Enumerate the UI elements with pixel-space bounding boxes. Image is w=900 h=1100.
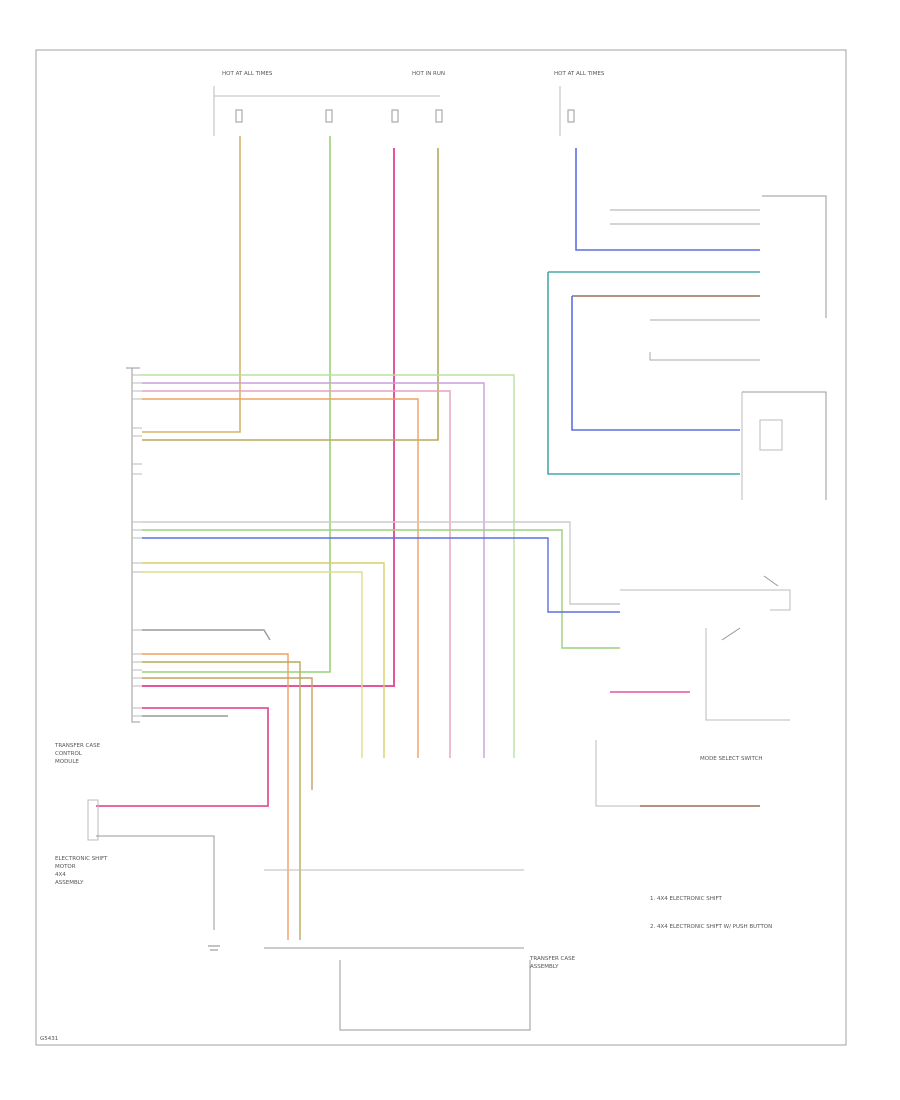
wire-green-2 <box>142 529 620 649</box>
wire-yellow-2 <box>142 562 385 758</box>
wire-olive-3 <box>142 661 301 940</box>
wire-lightgreen-1 <box>142 374 515 758</box>
note-2: 2. 4X4 ELECTRONIC SHIFT W/ PUSH BUTTON <box>650 924 772 930</box>
note-1: 1. 4X4 ELECTRONIC SHIFT <box>650 896 723 902</box>
wire-olive-vertical <box>142 148 439 441</box>
shift-motor-label-4: ASSEMBLY <box>55 880 84 886</box>
shift-motor-label-1: ELECTRONIC SHIFT <box>55 856 108 862</box>
wire-gray-2 <box>142 521 620 605</box>
wire-yellow-3 <box>142 571 363 758</box>
mode-select-switch: MODE SELECT SWITCH <box>595 575 791 807</box>
wire-pink-vertical <box>142 148 395 687</box>
tcm-label-3: MODULE <box>55 759 79 765</box>
ground-icon <box>208 945 220 951</box>
hot-label-1: HOT AT ALL TIMES <box>222 71 273 77</box>
wire-gray-3 <box>142 629 271 641</box>
wire-orange-vertical <box>142 136 241 433</box>
tcm-label-1: TRANSFER CASE <box>54 743 101 749</box>
footer-code: G5431 <box>40 1036 58 1042</box>
hot-in-run-label: HOT IN RUN <box>412 71 445 77</box>
wire-blue-2 <box>142 537 620 613</box>
fuse-wires <box>142 136 439 687</box>
transfer-case-assembly: TRANSFER CASE ASSEMBLY <box>264 869 576 1031</box>
wire-teal-down <box>547 272 740 475</box>
fuse-icon <box>235 109 243 123</box>
electronic-shift-motor: ELECTRONIC SHIFT MOTOR 4X4 ASSEMBLY <box>55 799 220 951</box>
shift-motor-label-2: MOTOR <box>55 864 76 870</box>
fuse-icon <box>325 109 333 123</box>
wire-blue-down <box>571 296 740 431</box>
transfer-case-label-2: ASSEMBLY <box>530 964 559 970</box>
hot-label-2: HOT AT ALL TIMES <box>554 71 605 77</box>
fuse-icon <box>567 109 575 123</box>
wire-violet-1 <box>142 382 485 758</box>
fuse-icon <box>391 109 399 123</box>
module-output-wires <box>96 374 620 940</box>
wire-green-vertical <box>142 136 331 673</box>
right-upper-connector <box>547 148 827 475</box>
fuse-icon <box>435 109 443 123</box>
wire-pink-2 <box>142 390 451 758</box>
tcm-label-2: CONTROL <box>55 751 83 757</box>
mode-select-switch-label: MODE SELECT SWITCH <box>700 756 763 762</box>
power-sources: HOT AT ALL TIMES HOT IN RUN HOT AT ALL T… <box>213 71 605 136</box>
diagram-frame <box>35 49 847 1046</box>
wire-brown-3 <box>142 677 313 790</box>
wire-blue-top <box>575 148 760 251</box>
transfer-case-control-module: TRANSFER CASE CONTROL MODULE <box>54 367 142 765</box>
wire-orange-3 <box>142 653 289 940</box>
transfer-case-label-1: TRANSFER CASE <box>529 956 576 962</box>
wire-orange-2 <box>142 398 419 758</box>
shift-motor-label-3: 4X4 <box>55 872 66 878</box>
wire-pink-4 <box>96 707 269 807</box>
relay-module <box>741 391 827 500</box>
